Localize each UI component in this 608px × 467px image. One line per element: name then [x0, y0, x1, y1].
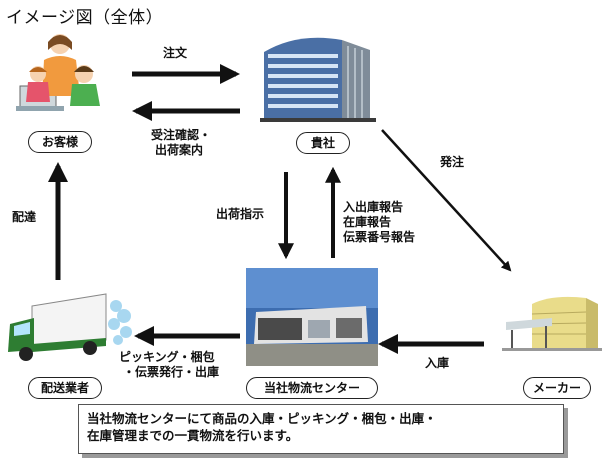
arrow-purchase-order — [381, 129, 512, 272]
summary-line-2: 在庫管理までの一貫物流を行います。 — [87, 428, 299, 443]
edge-label-order: 注文 — [163, 46, 188, 60]
summary-box: 当社物流センターにて商品の入庫・ピッキング・梱包・出庫・ 在庫管理までの一貫物流… — [78, 404, 564, 454]
edge-label-picking-2: ・伝票発行・出庫 — [123, 365, 220, 379]
edge-label-receive: 入庫 — [425, 356, 450, 370]
customer-illustration — [16, 34, 100, 111]
edge-label-report-1: 入出庫報告 — [343, 200, 404, 214]
diagram-title: イメージ図（全体） — [6, 8, 164, 28]
summary-line-1: 当社物流センターにて商品の入庫・ピッキング・梱包・出庫・ — [87, 411, 437, 426]
edge-label-report-3: 伝票番号報告 — [343, 230, 416, 244]
edge-label-ship-instruction: 出荷指示 — [216, 207, 265, 221]
edge-label-report-2: 在庫報告 — [343, 215, 392, 229]
node-logistics-center: 当社物流センター — [246, 377, 378, 399]
edge-label-picking-1: ピッキング・梱包 — [119, 350, 215, 364]
node-maker: メーカー — [523, 377, 591, 399]
logistics-center-photo — [246, 268, 378, 366]
delivery-truck-illustration — [8, 293, 132, 361]
edge-label-deliver: 配達 — [12, 210, 37, 224]
node-delivery-company: 配送業者 — [28, 377, 102, 399]
edge-label-confirm-2: 出荷案内 — [155, 143, 204, 157]
node-customer: お客様 — [28, 131, 92, 153]
node-company: 貴社 — [296, 132, 350, 154]
edge-label-confirm-1: 受注確認・ — [151, 128, 212, 142]
maker-building-illustration — [502, 296, 602, 351]
company-building-illustration — [260, 37, 376, 122]
edge-label-purchase-order: 発注 — [440, 155, 465, 169]
